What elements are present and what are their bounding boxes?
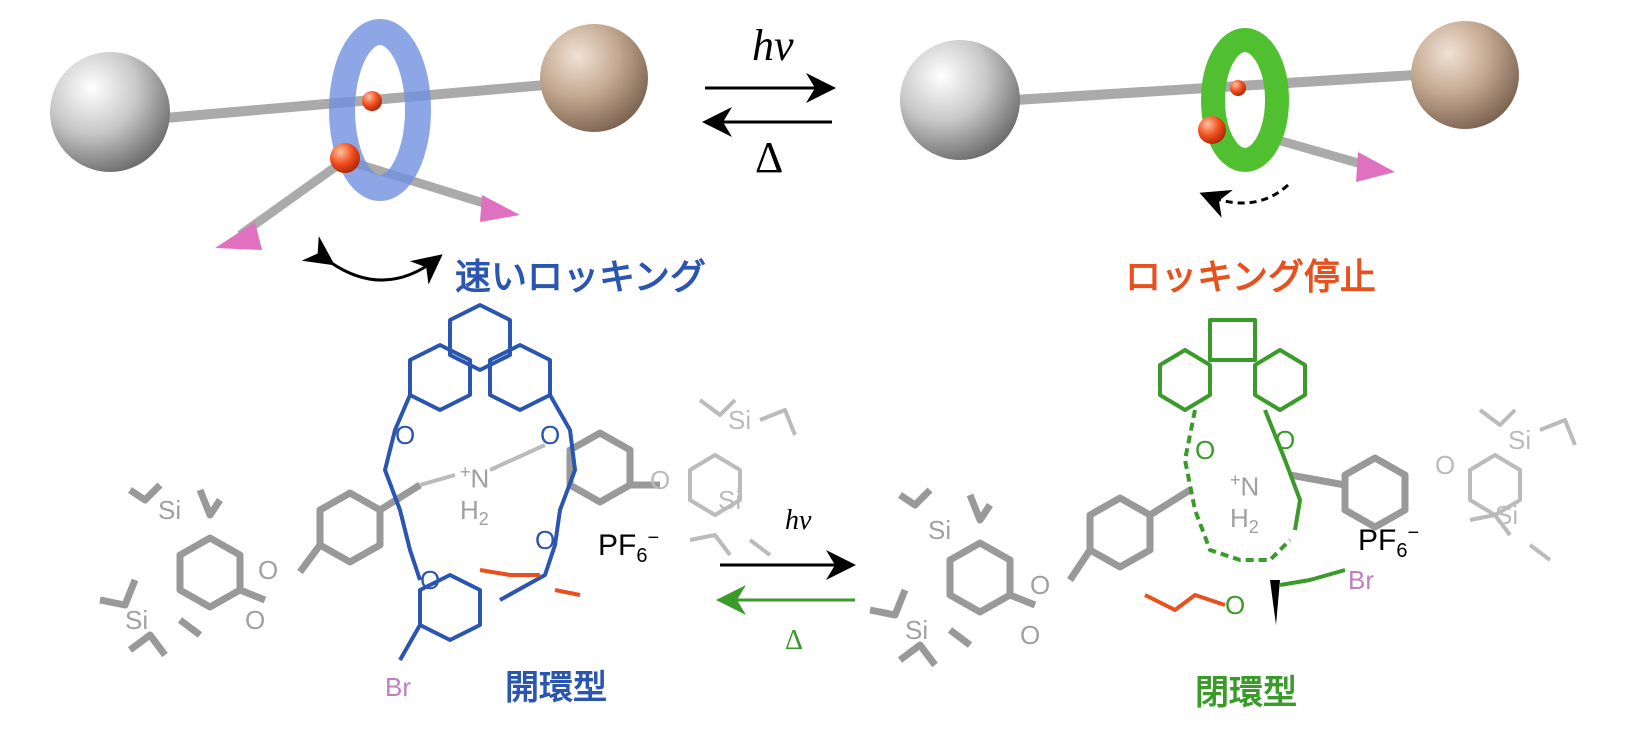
counterion-label-right: PF6− — [1358, 522, 1419, 563]
oxygen-label: O — [245, 605, 266, 635]
oxygen-label: O — [535, 525, 556, 555]
pink-arrowhead-icon — [215, 222, 262, 250]
oxygen-label: O — [1435, 450, 1456, 480]
counterion-sup: − — [1407, 522, 1420, 544]
fast-rocking-caption: 速いロッキング — [455, 257, 706, 298]
hydrogen-subscript: 2 — [1248, 516, 1259, 537]
open-form-model — [50, 19, 648, 285]
charge-plus: + — [1230, 470, 1241, 490]
counterion-sub: 6 — [636, 545, 648, 567]
nitrogen-label: N — [1240, 471, 1260, 502]
oxygen-label: O — [258, 555, 279, 585]
counterion-label-left: PF6− — [598, 527, 659, 568]
hydrogen-subscript: 2 — [478, 508, 489, 529]
oxygen-label: O — [1020, 620, 1041, 650]
nitrogen-label: N — [470, 463, 490, 494]
oxygen-label: O — [1030, 570, 1051, 600]
brown-stopper-sphere — [540, 24, 648, 132]
stopped-rocking-arrow-icon — [1199, 183, 1290, 218]
brown-stopper-sphere — [1411, 21, 1519, 129]
silicon-label: Si — [125, 605, 149, 635]
rocking-double-arrow-icon — [301, 236, 443, 285]
top-hv-label: hν — [752, 21, 794, 70]
hydrogen-label: H — [460, 494, 479, 525]
bottom-hv-label: hν — [785, 505, 812, 536]
charge-plus: + — [460, 462, 471, 482]
pink-arrowhead-icon — [480, 195, 520, 222]
oxygen-label: O — [420, 565, 441, 595]
pink-arrowhead-icon — [1356, 152, 1395, 182]
closed-form-caption: 閉環型 — [1195, 673, 1297, 713]
bottom-delta-label: Δ — [785, 625, 804, 656]
oxygen-label: O — [540, 420, 561, 450]
silicon-label: Si — [158, 495, 182, 525]
silicon-label: Si — [1508, 425, 1532, 455]
hydrogen-label: H — [1230, 502, 1249, 533]
oxygen-label: O — [1195, 435, 1216, 465]
open-form-structure — [99, 303, 797, 661]
oxygen-label: O — [1225, 590, 1246, 620]
silicon-label: Si — [905, 615, 929, 645]
silicon-label: Si — [718, 485, 742, 515]
oxygen-label: O — [650, 465, 671, 495]
oxygen-label: O — [1275, 425, 1296, 455]
closed-form-model — [900, 21, 1519, 218]
counterion-sup: − — [647, 527, 660, 549]
oxygen-label: O — [395, 420, 416, 450]
silicon-label: Si — [1495, 500, 1519, 530]
top-delta-label: Δ — [755, 133, 784, 182]
closed-form-structure — [869, 318, 1577, 668]
counterion-base: PF — [598, 529, 637, 562]
counterion-base: PF — [1358, 524, 1397, 557]
bromine-label: Br — [1348, 565, 1374, 595]
silicon-label: Si — [728, 405, 752, 435]
open-form-caption: 開環型 — [505, 668, 607, 708]
grey-stopper-sphere — [900, 40, 1020, 160]
bromine-label: Br — [385, 672, 411, 702]
grey-stopper-sphere — [50, 52, 170, 172]
silicon-label: Si — [928, 515, 952, 545]
counterion-sub: 6 — [1396, 540, 1408, 562]
rocking-stopped-caption: ロッキング停止 — [1125, 257, 1376, 298]
